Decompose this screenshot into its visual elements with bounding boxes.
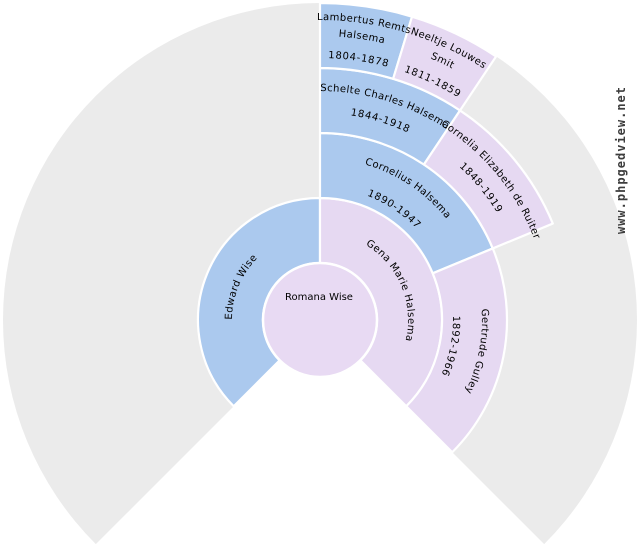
center-person-circle[interactable] [261,261,379,379]
fan-segment-great-grandmother[interactable] [422,109,554,250]
watermark: www.phpgedview.net [614,86,628,234]
fan-segment-great-great-grandmother[interactable] [392,15,498,112]
center-person-segment[interactable]: Romana Wise [261,261,379,379]
fan-segment-grandmother[interactable] [405,247,509,454]
center-person-name: Romana Wise [285,292,353,303]
